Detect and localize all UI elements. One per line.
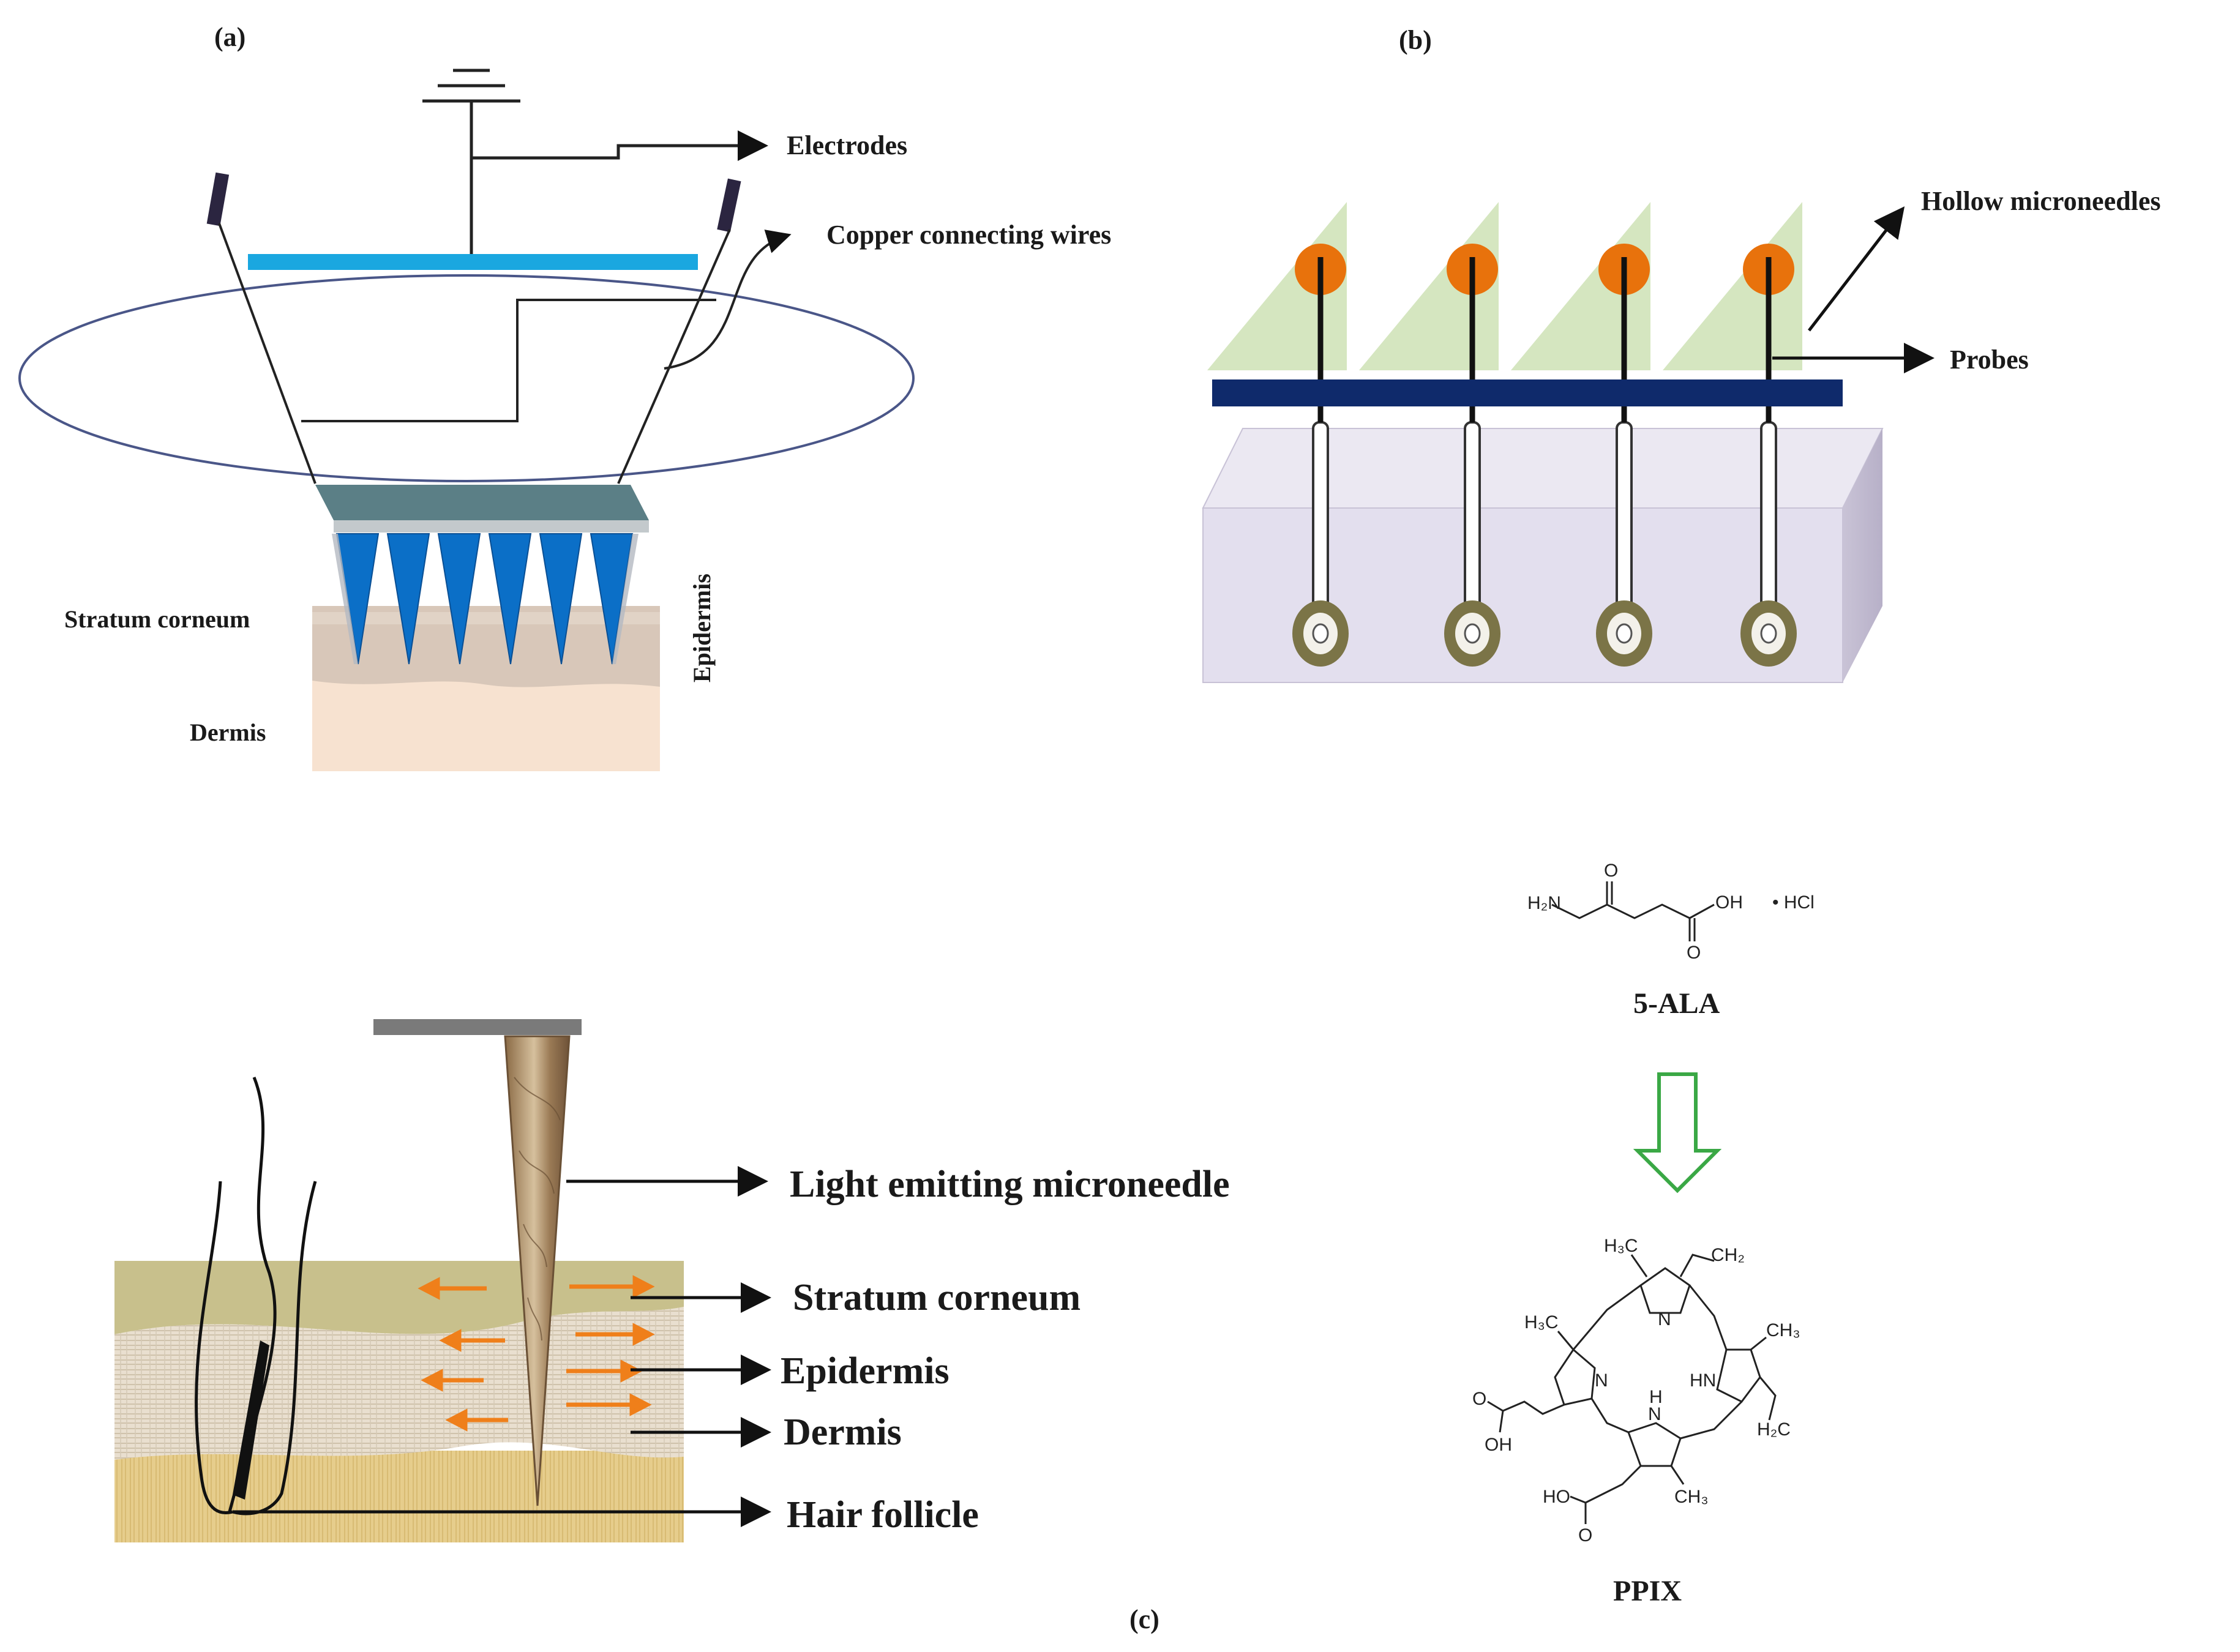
ppix-o-1: O (1472, 1389, 1486, 1409)
ppix-n-1: N (1658, 1309, 1671, 1329)
light-emitting-microneedle-label: Light emitting microneedle (790, 1164, 1230, 1205)
ppix-h-1: H (1649, 1387, 1663, 1407)
block-front (1202, 507, 1843, 683)
copper-wire (301, 299, 716, 422)
hollow-microneedles-pointer (1808, 206, 1905, 332)
copper-pointer (664, 230, 792, 370)
epidermis-label-c: Epidermis (781, 1350, 950, 1392)
ppix-name: PPIX (1613, 1575, 1682, 1607)
ppix-h2c: H₂C (1757, 1419, 1791, 1440)
probes-label: Probes (1950, 345, 2029, 375)
wire-right (617, 229, 731, 484)
stratum-corneum-label-a: Stratum corneum (64, 605, 250, 633)
ala-name: 5-ALA (1633, 987, 1720, 1020)
ala-structure (1551, 881, 1715, 941)
microneedle-array-a (335, 533, 634, 665)
ppix-n-3: N (1648, 1404, 1661, 1424)
ppix-h3c-1: H₃C (1604, 1236, 1638, 1256)
electrode-right (717, 178, 741, 233)
epidermis-label-a: Epidermis (688, 574, 716, 682)
device-ellipse (18, 274, 915, 482)
chemistry-panel: H₂N O OH O • HCl 5-ALA (1472, 861, 1815, 1607)
ala-oh: OH (1715, 892, 1743, 913)
panel-b: (b) (1202, 25, 2160, 683)
probe (1292, 244, 1349, 667)
ppix-n-2: N (1595, 1370, 1608, 1391)
block-top (1202, 428, 1884, 509)
electrode-left (206, 172, 230, 226)
electrodes-label: Electrodes (787, 130, 907, 160)
ala-o-bottom: O (1687, 943, 1701, 963)
dermis-label-a: Dermis (190, 719, 266, 746)
copper-wires-label: Copper connecting wires (826, 220, 1111, 250)
probes-b (1292, 244, 1797, 667)
needle-top-plate (373, 1019, 582, 1035)
ground-symbol (422, 69, 520, 262)
light-rays (418, 1275, 655, 1432)
ppix-oh-1: OH (1485, 1435, 1512, 1455)
ppix-ho-1: HO (1543, 1487, 1570, 1507)
ala-h2n: H₂N (1527, 893, 1561, 913)
dermis-layer-a (312, 676, 660, 771)
panel-c-tag: (c) (1129, 1604, 1159, 1634)
ppix-ch3-1: CH₃ (1766, 1320, 1800, 1340)
electrode-bar (248, 254, 698, 270)
ppix-structure (1487, 1254, 1777, 1524)
panel-a-tag: (a) (214, 22, 245, 52)
hollow-microneedles-label: Hollow microneedles (1921, 186, 2160, 216)
probe (1444, 244, 1500, 667)
conversion-arrow (1633, 1072, 1722, 1194)
ppix-ch2: CH₂ (1711, 1245, 1745, 1265)
electrodes-pointer (471, 130, 768, 161)
ppix-h3c-2: H₃C (1524, 1312, 1559, 1332)
ppix-o-2: O (1578, 1525, 1592, 1545)
dermis-label-c: Dermis (784, 1411, 902, 1453)
stratum-corneum-label-c: Stratum corneum (793, 1277, 1081, 1318)
panel-b-tag: (b) (1399, 25, 1432, 55)
navy-base-bar (1212, 379, 1843, 406)
block-side (1843, 428, 1882, 682)
patch-base-plate (315, 485, 649, 520)
ala-hcl: • HCl (1772, 892, 1815, 913)
ppix-ch3-2: CH₃ (1674, 1487, 1709, 1507)
panel-c-pointers (233, 1166, 771, 1527)
panel-c: Light emitting microneedle Stratum corne… (114, 1019, 1230, 1634)
hair-layer-c (114, 1451, 684, 1542)
probe (1596, 244, 1652, 667)
ala-o-top: O (1604, 861, 1618, 881)
panel-a: (a) Electrodes Copper connecting wires (18, 22, 1111, 771)
hair-follicle-label: Hair follicle (787, 1494, 979, 1536)
hair-shaft (233, 1340, 269, 1500)
wire-left (218, 223, 317, 484)
microneedle-triangles (1207, 202, 1802, 370)
epidermis-layer-a (312, 606, 660, 687)
ppix-hn-1: HN (1690, 1370, 1716, 1391)
